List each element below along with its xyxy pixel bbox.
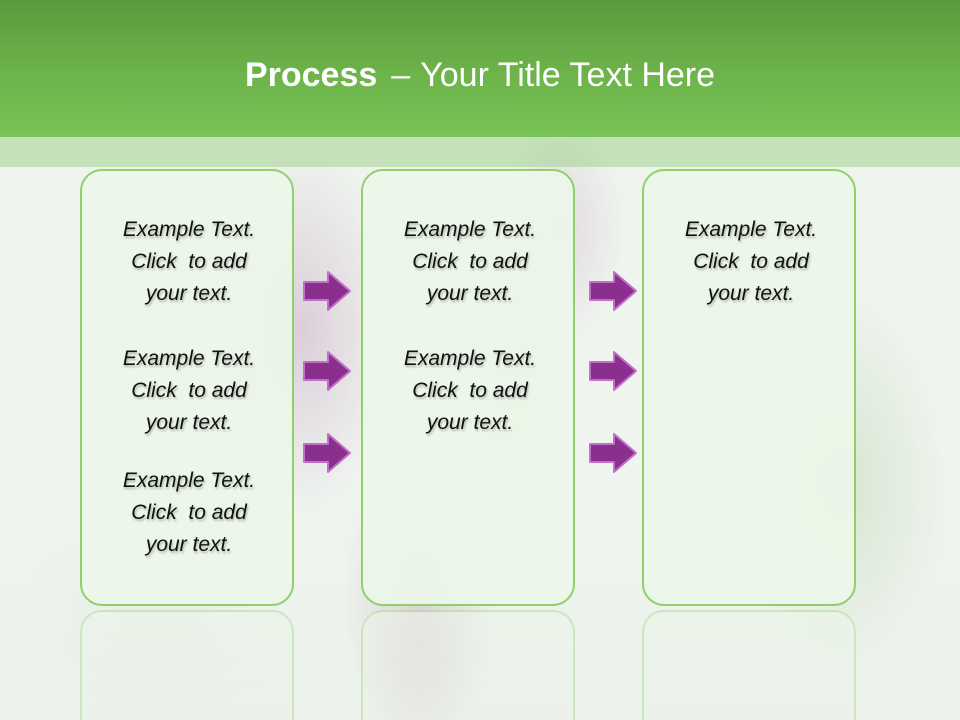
title-separator: – [391, 56, 411, 94]
process-box-3[interactable]: Example Text. Click to add your text. [642, 169, 856, 606]
box-reflection [361, 610, 575, 720]
text-line: your text. [145, 533, 233, 556]
text-line: your text. [426, 411, 514, 434]
box-reflection [80, 610, 294, 720]
text-line: Example Text. [403, 347, 537, 370]
text-placeholder[interactable]: Example Text. Click to add your text. [644, 214, 858, 310]
text-line: Click to add [693, 250, 809, 273]
right-arrow-icon[interactable] [588, 270, 638, 312]
text-placeholder[interactable]: Example Text. Click to add your text. [82, 214, 296, 310]
right-arrow-icon[interactable] [588, 432, 638, 474]
text-line: Click to add [412, 379, 528, 402]
text-line: Example Text. [403, 218, 537, 241]
text-line: Click to add [412, 250, 528, 273]
text-line: your text. [145, 411, 233, 434]
text-placeholder[interactable]: Example Text. Click to add your text. [82, 343, 296, 439]
text-placeholder[interactable]: Example Text. Click to add your text. [363, 343, 577, 439]
text-line: Click to add [131, 250, 247, 273]
right-arrow-icon[interactable] [302, 270, 352, 312]
process-box-1[interactable]: Example Text. Click to add your text. Ex… [80, 169, 294, 606]
text-line: your text. [707, 282, 795, 305]
title-band [0, 137, 960, 167]
title-bar [0, 0, 960, 137]
text-line: Click to add [131, 501, 247, 524]
text-line: your text. [145, 282, 233, 305]
title-text: Your Title Text Here [420, 56, 716, 94]
text-placeholder[interactable]: Example Text. Click to add your text. [82, 465, 296, 561]
text-line: Example Text. [122, 347, 256, 370]
text-line: Example Text. [122, 469, 256, 492]
process-box-2[interactable]: Example Text. Click to add your text. Ex… [361, 169, 575, 606]
text-line: Click to add [131, 379, 247, 402]
right-arrow-icon[interactable] [302, 432, 352, 474]
title-bold-text: Process [244, 56, 378, 94]
text-line: Example Text. [684, 218, 818, 241]
box-reflection [642, 610, 856, 720]
text-line: Example Text. [122, 218, 256, 241]
right-arrow-icon[interactable] [588, 350, 638, 392]
slide-title[interactable]: Process–Your Title Text Here [0, 52, 960, 102]
text-line: your text. [426, 282, 514, 305]
right-arrow-icon[interactable] [302, 350, 352, 392]
text-placeholder[interactable]: Example Text. Click to add your text. [363, 214, 577, 310]
